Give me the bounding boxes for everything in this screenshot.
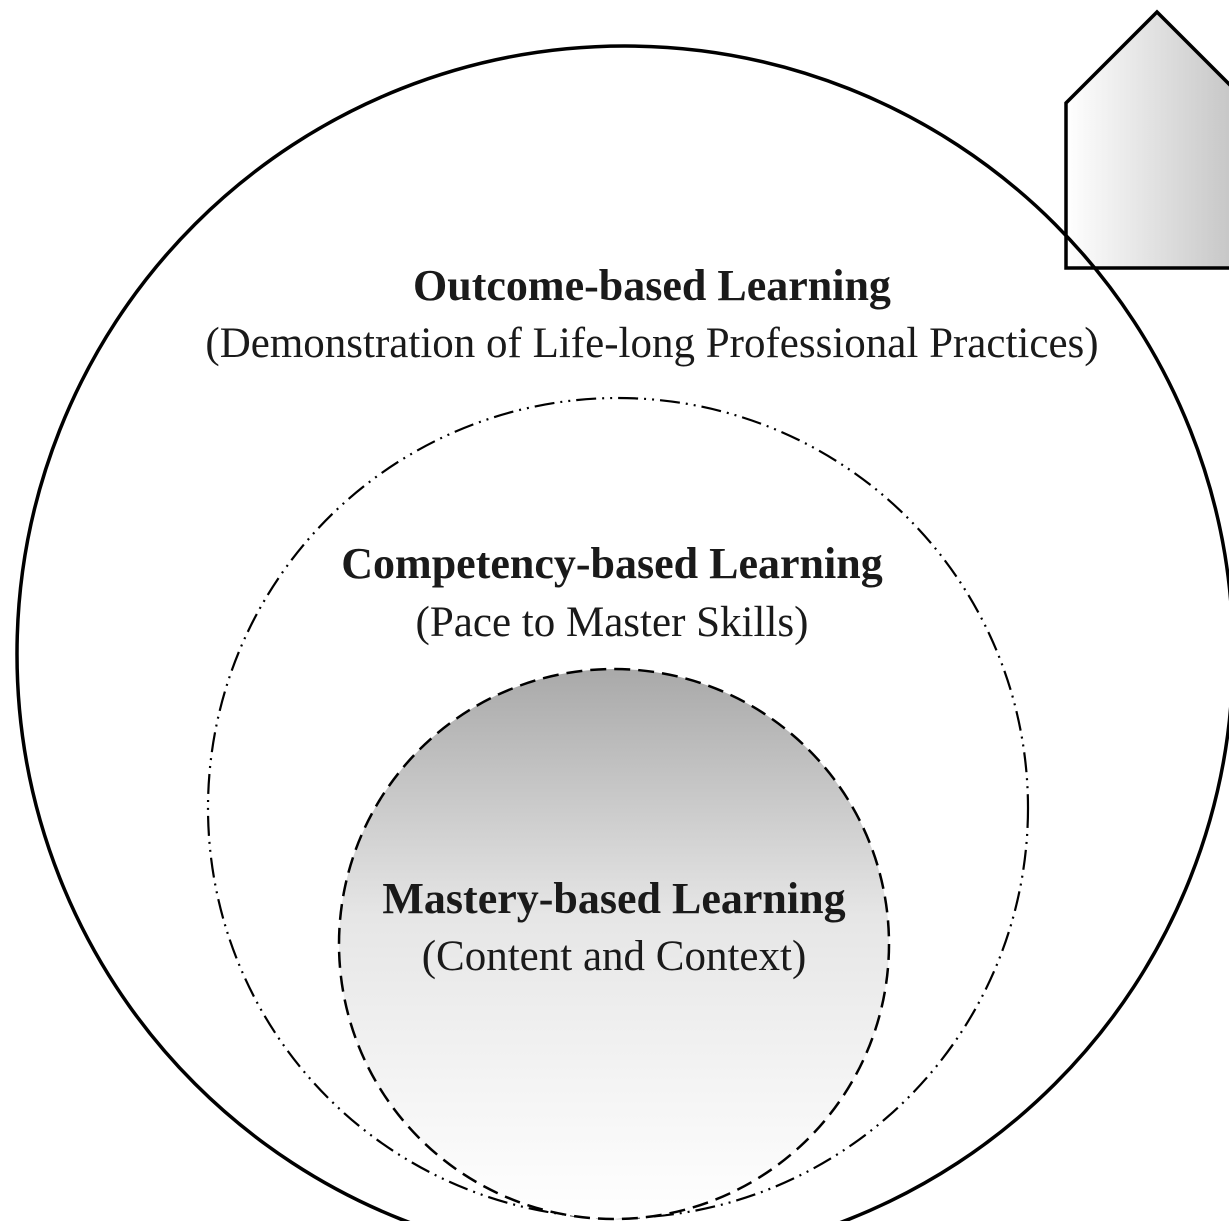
- outer-subtitle: (Demonstration of Life-long Professional…: [205, 320, 1098, 367]
- middle-subtitle: (Pace to Master Skills): [416, 599, 809, 646]
- outer-circle: [15, 44, 1229, 1221]
- inner-title: Mastery-based Learning: [382, 874, 845, 923]
- arrow-shape: [1064, 9, 1229, 270]
- inner-subtitle: (Content and Context): [422, 933, 807, 980]
- outer-title: Outcome-based Learning: [413, 261, 891, 310]
- middle-title: Competency-based Learning: [341, 539, 882, 588]
- inner-circle: [337, 667, 891, 1221]
